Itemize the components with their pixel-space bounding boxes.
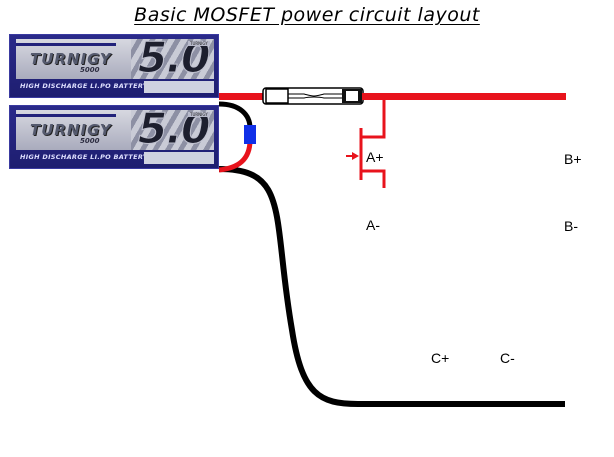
battery-subtitle: HIGH DISCHARGE LI.PO BATTERY	[20, 153, 148, 161]
diagram-title: Basic MOSFET power circuit layout	[0, 4, 614, 26]
battery-subtitle: HIGH DISCHARGE LI.PO BATTERY	[20, 82, 148, 90]
battery-stripe	[16, 114, 116, 117]
series-wire-red	[218, 139, 253, 173]
title-text: Basic MOSFET power circuit layout	[134, 4, 480, 26]
label-c-minus: C-	[500, 350, 515, 366]
label-a-plus: A+	[366, 149, 384, 165]
positive-wire	[219, 93, 264, 100]
battery-stripe	[16, 43, 116, 46]
battery-capacity-mah: 5000	[80, 66, 100, 74]
label-b-plus: B+	[564, 151, 582, 167]
positive-bus	[362, 93, 566, 100]
battery-capacity-mah: 5000	[80, 137, 100, 145]
battery-tag: TURNIGY	[188, 41, 210, 46]
series-wire-black	[218, 101, 253, 129]
series-connector	[244, 125, 256, 144]
mosfet-a-plus	[346, 96, 386, 188]
label-c-plus: C+	[431, 350, 450, 366]
battery-top: TURNIGY 5000 5.0 TURNIGY HIGH DISCHARGE …	[9, 34, 219, 98]
battery-specs-box	[144, 152, 214, 164]
battery-brand: TURNIGY	[30, 121, 112, 139]
label-b-minus: B-	[564, 218, 578, 234]
battery-specs-box	[144, 81, 214, 93]
ground-wire	[218, 166, 565, 407]
battery-bottom: TURNIGY 5000 5.0 TURNIGY HIGH DISCHARGE …	[9, 105, 219, 169]
gate-arrow-icon	[352, 152, 359, 160]
label-a-minus: A-	[366, 217, 380, 233]
fuse	[262, 87, 364, 105]
battery-brand: TURNIGY	[30, 50, 112, 68]
battery-tag: TURNIGY	[188, 112, 210, 117]
